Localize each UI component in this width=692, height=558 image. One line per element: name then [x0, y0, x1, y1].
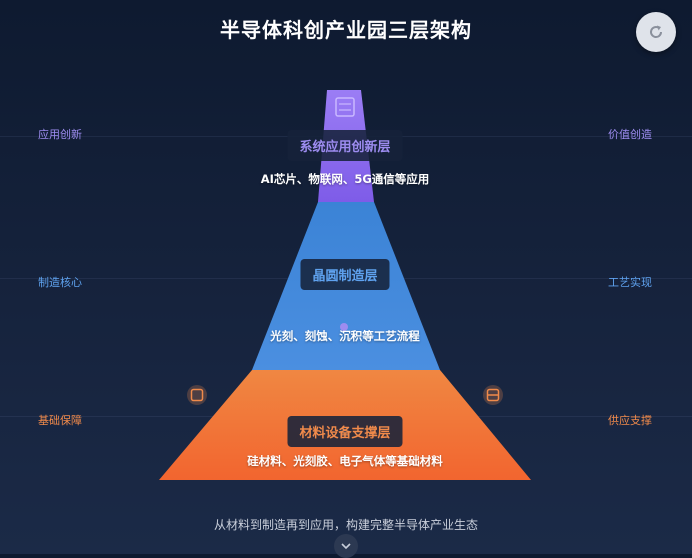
layer-desc-application: AI芯片、物联网、5G通信等应用: [260, 172, 430, 186]
side-label-left: 应用创新: [38, 128, 82, 141]
layer-desc-materials: 硅材料、光刻胶、电子气体等基础材料: [247, 454, 443, 468]
side-label-right: 价值创造: [608, 128, 652, 141]
server-icon: [483, 385, 503, 405]
layer-title-application: 系统应用创新层: [287, 130, 403, 161]
marker-dot: [340, 323, 348, 331]
footer-caption: 从材料到制造再到应用，构建完整半导体产业生态: [213, 518, 478, 532]
scroll-down-button[interactable]: [334, 534, 358, 558]
box-icon: [187, 385, 207, 405]
side-label-right: 供应支撑: [608, 414, 652, 427]
layer-title-materials: 材料设备支撑层: [287, 416, 403, 447]
side-label-right: 工艺实现: [608, 276, 652, 289]
refresh-button[interactable]: [636, 12, 676, 52]
refresh-icon: [650, 25, 663, 38]
page-title: 半导体科创产业园三层架构: [220, 18, 472, 42]
layer-desc-manufacturing: 光刻、刻蚀、沉积等工艺流程: [270, 329, 420, 343]
chip-icon: [335, 97, 355, 117]
chevron-down-icon: [341, 543, 351, 550]
side-label-left: 制造核心: [38, 276, 82, 289]
side-label-left: 基础保障: [38, 414, 82, 427]
layer-title-manufacturing: 晶圆制造层: [300, 259, 390, 290]
